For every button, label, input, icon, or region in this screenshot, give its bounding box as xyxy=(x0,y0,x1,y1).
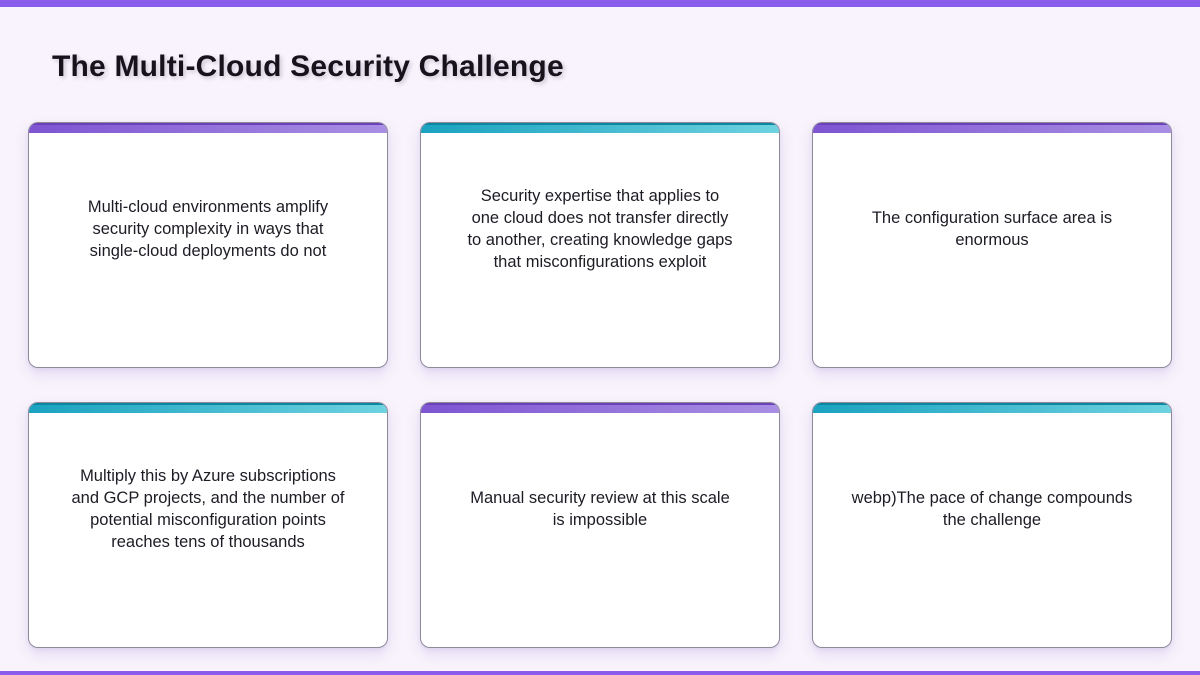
card-content: Security expertise that applies to one c… xyxy=(421,133,779,367)
card: webp)The pace of change compounds the ch… xyxy=(812,402,1172,648)
card-text: Manual security review at this scale is … xyxy=(470,489,730,529)
card-accent-bar xyxy=(29,403,387,413)
card-text: webp)The pace of change compounds the ch… xyxy=(851,489,1133,529)
bottom-accent-strip xyxy=(0,671,1200,675)
card-text: Multi-cloud environments amplify securit… xyxy=(87,198,329,260)
card: Security expertise that applies to one c… xyxy=(420,122,780,368)
card: Multi-cloud environments amplify securit… xyxy=(28,122,388,368)
card-text: Security expertise that applies to one c… xyxy=(467,187,733,271)
card-content: Multi-cloud environments amplify securit… xyxy=(29,133,387,367)
card-content: webp)The pace of change compounds the ch… xyxy=(813,413,1171,647)
card-accent-bar xyxy=(813,123,1171,133)
card: Manual security review at this scale is … xyxy=(420,402,780,648)
card-accent-bar xyxy=(29,123,387,133)
cards-grid: Multi-cloud environments amplify securit… xyxy=(28,122,1172,648)
card-text: Multiply this by Azure subscriptions and… xyxy=(71,467,345,551)
page-title: The Multi-Cloud Security Challenge xyxy=(52,50,564,84)
card-content: The configuration surface area is enormo… xyxy=(813,133,1171,367)
card-content: Multiply this by Azure subscriptions and… xyxy=(29,413,387,647)
top-accent-strip xyxy=(0,0,1200,7)
card: The configuration surface area is enormo… xyxy=(812,122,1172,368)
card-accent-bar xyxy=(421,403,779,413)
card: Multiply this by Azure subscriptions and… xyxy=(28,402,388,648)
card-content: Manual security review at this scale is … xyxy=(421,413,779,647)
card-text: The configuration surface area is enormo… xyxy=(871,209,1113,249)
card-accent-bar xyxy=(813,403,1171,413)
card-accent-bar xyxy=(421,123,779,133)
